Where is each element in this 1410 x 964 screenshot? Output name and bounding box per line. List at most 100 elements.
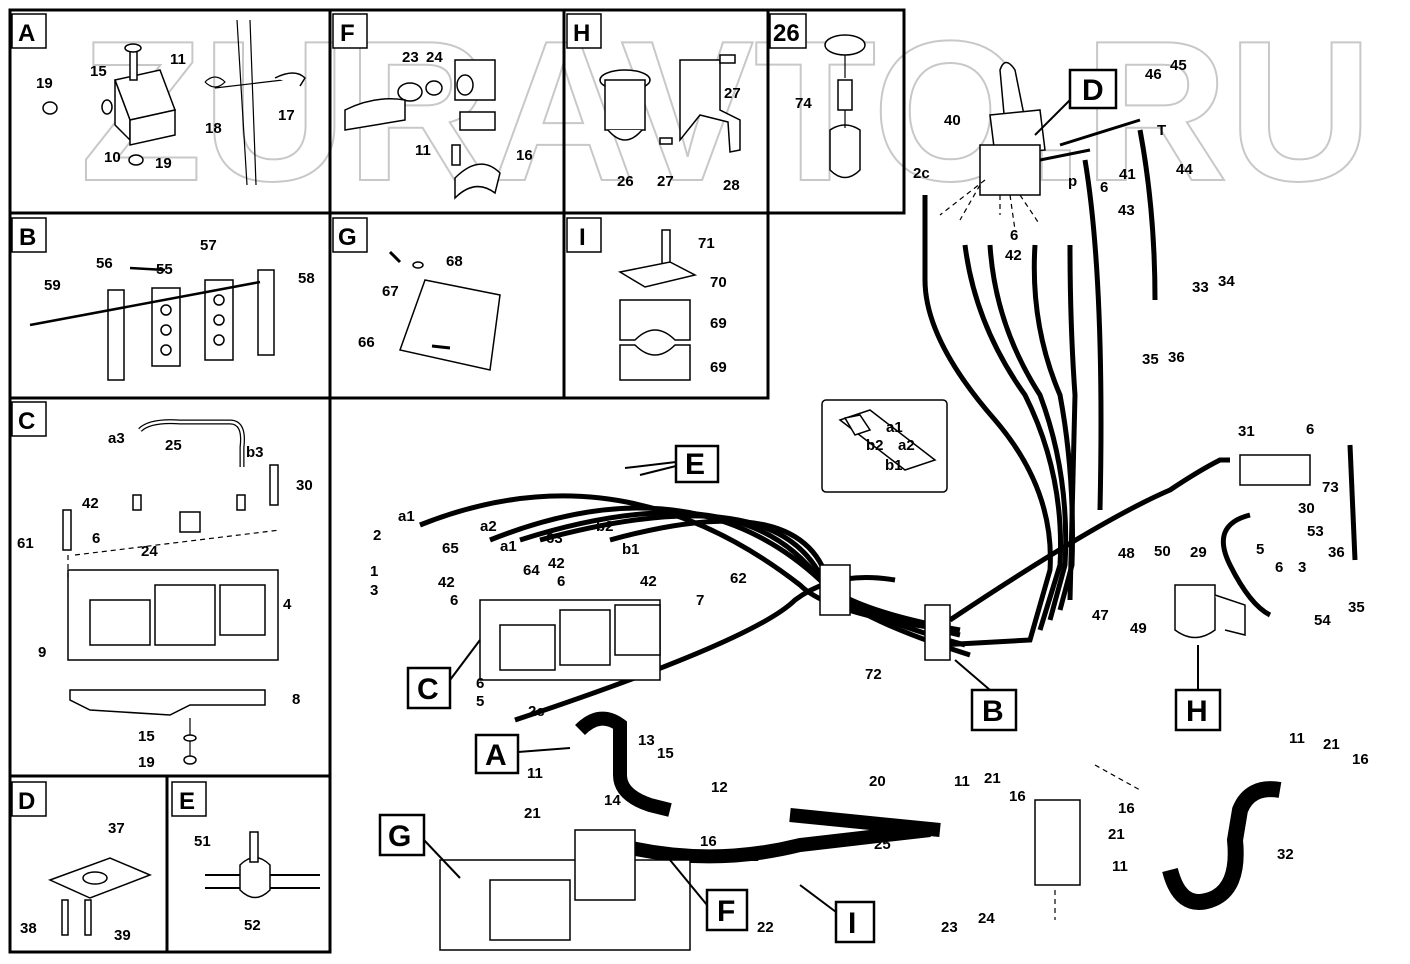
svg-text:23: 23 [941, 919, 958, 936]
svg-text:24: 24 [141, 543, 158, 560]
panel-A-labels: 11 15 19 17 18 10 19 [36, 51, 295, 172]
svg-text:3: 3 [1298, 559, 1306, 576]
svg-text:6: 6 [450, 592, 458, 609]
filter-assembly [1174, 454, 1311, 639]
svg-text:B: B [982, 695, 1004, 728]
svg-text:9: 9 [38, 644, 46, 661]
panel-H-drawing [599, 54, 741, 153]
svg-text:39: 39 [114, 927, 131, 944]
svg-text:36: 36 [1168, 349, 1185, 366]
svg-text:17: 17 [278, 107, 295, 124]
svg-text:29: 29 [1190, 544, 1207, 561]
panel-I-labels: 71 70 69 69 [698, 235, 727, 376]
svg-text:42: 42 [1005, 247, 1022, 264]
svg-text:15: 15 [90, 63, 107, 80]
svg-text:35: 35 [1142, 351, 1159, 368]
svg-text:1: 1 [370, 563, 378, 580]
svg-text:22: 22 [757, 919, 774, 936]
svg-text:a1: a1 [500, 538, 517, 555]
svg-text:26: 26 [617, 173, 634, 190]
callout-B: B [970, 688, 1018, 732]
svg-text:a2: a2 [898, 437, 915, 454]
svg-text:10: 10 [104, 149, 121, 166]
callout-F: F [705, 888, 749, 932]
svg-text:a1: a1 [886, 419, 903, 436]
svg-text:37: 37 [108, 820, 125, 837]
svg-text:24: 24 [978, 910, 995, 927]
panel-E-drawing [205, 831, 320, 899]
svg-text:52: 52 [244, 917, 261, 934]
panel-B-labels: 56 55 57 58 59 [44, 237, 315, 294]
panel-tags: A F H 26 B G I C D E [11, 13, 807, 817]
svg-text:40: 40 [944, 112, 961, 129]
svg-text:6: 6 [92, 530, 100, 547]
svg-text:30: 30 [1298, 500, 1315, 517]
svg-text:I: I [848, 907, 856, 940]
svg-text:43: 43 [1118, 202, 1135, 219]
svg-text:2c: 2c [528, 703, 545, 720]
svg-text:16: 16 [1352, 751, 1369, 768]
callout-A: A [474, 733, 520, 775]
svg-text:11: 11 [527, 765, 543, 782]
svg-text:A: A [18, 20, 35, 47]
svg-text:11: 11 [170, 51, 186, 68]
panel-tag-26: 26 [769, 13, 807, 49]
panel-tag-G: G [332, 217, 368, 253]
svg-text:T: T [1157, 122, 1166, 139]
svg-text:24: 24 [426, 49, 443, 66]
svg-text:74: 74 [795, 95, 812, 112]
svg-text:21: 21 [524, 805, 541, 822]
svg-text:b1: b1 [622, 541, 640, 558]
svg-text:21: 21 [1323, 736, 1340, 753]
svg-text:16: 16 [700, 833, 717, 850]
svg-text:53: 53 [1307, 523, 1324, 540]
svg-text:32: 32 [1277, 846, 1294, 863]
svg-text:55: 55 [156, 261, 173, 278]
svg-text:11: 11 [1289, 730, 1305, 747]
svg-text:a1: a1 [398, 508, 415, 525]
panel-tag-C: C [11, 401, 47, 437]
svg-text:54: 54 [1314, 612, 1331, 629]
svg-text:36: 36 [1328, 544, 1345, 561]
svg-text:72: 72 [865, 666, 882, 683]
svg-text:13: 13 [638, 732, 655, 749]
panel-D-drawing [48, 857, 153, 936]
callout-D: D [1068, 68, 1118, 110]
filter-labels: 31 6 73 30 29 5 6 53 36 3 54 35 48 50 47… [1092, 421, 1365, 637]
svg-text:4: 4 [283, 596, 292, 613]
svg-text:5: 5 [1256, 541, 1264, 558]
svg-text:25: 25 [874, 836, 891, 853]
svg-text:63: 63 [546, 530, 563, 547]
svg-text:C: C [18, 408, 35, 435]
watermark: ZURAVTO.RU [80, 0, 1373, 223]
svg-text:42: 42 [82, 495, 99, 512]
panel-tag-F: F [332, 13, 368, 49]
svg-text:F: F [717, 895, 735, 928]
svg-text:F: F [340, 20, 355, 47]
bottom-labels: 72 13 15 11 12 14 21 16 21 20 11 21 16 2… [524, 666, 1369, 936]
svg-text:20: 20 [869, 773, 886, 790]
svg-text:41: 41 [1119, 166, 1136, 183]
panel-D-labels: 37 38 39 [20, 820, 131, 944]
panel-G-drawing [388, 250, 501, 371]
panel-C-labels: a3 25 b3 30 42 61 6 24 4 9 8 15 19 [17, 430, 313, 771]
svg-text:38: 38 [20, 920, 37, 937]
bottom-valve [439, 829, 691, 951]
panel-E-labels: 51 52 [194, 833, 261, 934]
panel-F-labels: 23 24 11 16 [402, 49, 533, 164]
svg-text:30: 30 [296, 477, 313, 494]
svg-text:D: D [1082, 74, 1104, 107]
svg-text:33: 33 [1192, 279, 1209, 296]
panel-26-labels: 74 [795, 95, 812, 112]
svg-text:21: 21 [742, 848, 759, 865]
svg-text:65: 65 [442, 540, 459, 557]
svg-text:66: 66 [358, 334, 375, 351]
svg-text:28: 28 [723, 177, 740, 194]
panel-H-labels: 27 26 27 28 [617, 85, 741, 194]
panel-26-drawing [824, 34, 866, 179]
lever-labels: 40 46 45 T 2c p 6 41 44 43 6 42 33 34 35… [913, 57, 1235, 368]
svg-text:7: 7 [696, 592, 704, 609]
svg-text:2c: 2c [913, 165, 930, 182]
svg-text:23: 23 [402, 49, 419, 66]
svg-text:42: 42 [438, 574, 455, 591]
